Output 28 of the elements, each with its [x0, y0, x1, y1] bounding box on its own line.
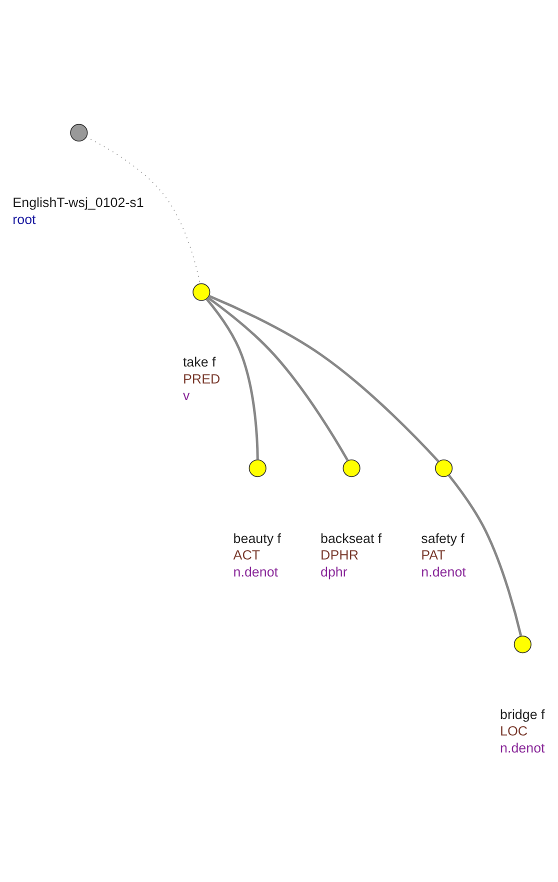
node-label: DPHR: [320, 548, 359, 563]
node-circle: [70, 124, 88, 142]
node-label: n.denot: [500, 740, 545, 756]
node-label: bridge f: [500, 706, 545, 722]
node-label: root: [12, 212, 36, 228]
node-label: n.denot: [421, 564, 466, 580]
node-label: v: [182, 388, 190, 404]
node-circle: [248, 459, 266, 478]
node-label: backseat f: [320, 530, 382, 546]
node-label: n.denot: [233, 564, 278, 580]
node-circle: [192, 283, 210, 301]
node-label: take f: [182, 354, 216, 370]
node-label: EnglishT-wsj_0102-s1: [12, 195, 144, 210]
node-label: LOC: [500, 724, 528, 739]
node-circle: [435, 459, 453, 478]
connector: [86, 136, 200, 284]
connector: [207, 296, 349, 462]
connector: [206, 298, 259, 460]
node-label: ACT: [233, 548, 260, 563]
node-circle: [514, 636, 532, 654]
node-label: dphr: [320, 564, 348, 580]
connector: [448, 474, 522, 636]
node-label: safety f: [421, 530, 464, 546]
node-label: PAT: [421, 548, 446, 563]
connector: [208, 294, 440, 462]
node-circle: [342, 459, 360, 478]
node-label: PRED: [182, 371, 220, 386]
node-label: beauty f: [233, 530, 281, 546]
